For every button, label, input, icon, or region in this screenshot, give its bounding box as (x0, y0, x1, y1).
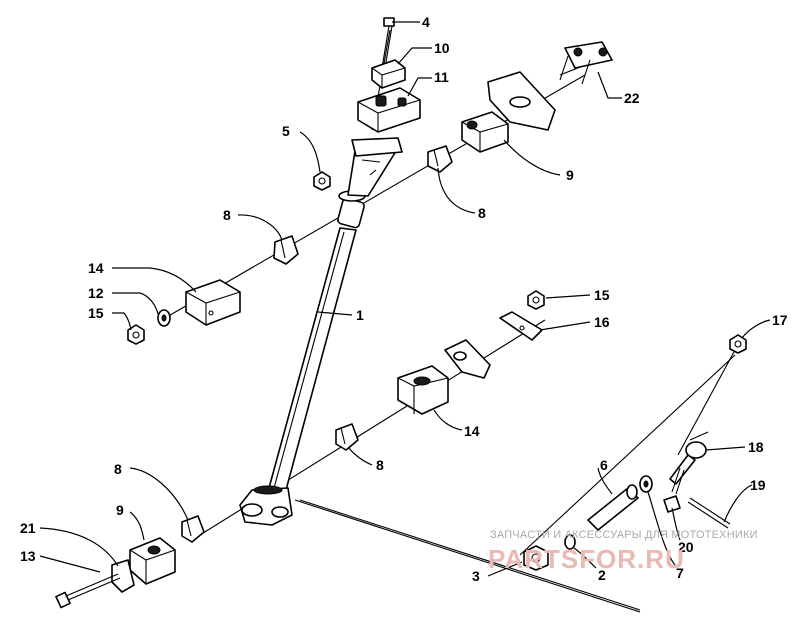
callout-16: 16 (594, 314, 610, 330)
callouts: 4 10 11 22 5 9 8 8 14 12 15 1 15 16 17 1… (20, 14, 788, 584)
cap-10 (371, 59, 406, 89)
callout-20: 20 (678, 539, 694, 555)
nut-3 (523, 545, 549, 571)
callout-4: 4 (422, 14, 430, 30)
callout-2: 2 (598, 567, 606, 583)
cotter-pin-19 (687, 497, 731, 529)
tie-rod-end-18 (669, 431, 709, 485)
bushing-8-left (273, 235, 299, 265)
callout-12: 12 (88, 285, 104, 301)
leader-lines (39, 21, 771, 577)
block-11 (357, 87, 421, 133)
watermark: ЗАПЧАСТИ И АКСЕССУАРЫ ДЛЯ МОТОТЕХНИКИ PA… (488, 529, 758, 574)
nut-15-lower (527, 290, 545, 310)
callout-9-upper: 9 (566, 167, 574, 183)
callout-13: 13 (20, 548, 36, 564)
washer-7 (639, 475, 653, 493)
bracket-22 (559, 41, 613, 85)
callout-14-lower: 14 (464, 423, 480, 439)
callout-7: 7 (676, 565, 684, 581)
assembly-axis-lines (164, 29, 736, 613)
bushing-8-lower (335, 423, 359, 451)
washer-2 (564, 534, 576, 550)
bushing-8-bottom (181, 515, 205, 543)
callout-5: 5 (282, 123, 290, 139)
callout-9-lower: 9 (116, 502, 124, 518)
callout-22: 22 (624, 90, 640, 106)
callout-10: 10 (434, 40, 450, 56)
plate-16 (499, 311, 543, 341)
bearing-block-9-upper (461, 111, 509, 153)
callout-11: 11 (434, 69, 449, 85)
block-14-left (185, 279, 241, 326)
bolt-13 (55, 573, 121, 609)
callout-8-bottom: 8 (114, 461, 122, 477)
bracket-21 (111, 559, 135, 593)
callout-15-left: 15 (88, 305, 104, 321)
callout-14-left: 14 (88, 260, 104, 276)
callout-19: 19 (750, 477, 766, 493)
spacer-6 (587, 484, 639, 531)
callout-1: 1 (356, 307, 364, 323)
callout-8-lower: 8 (376, 457, 384, 473)
callout-17: 17 (772, 312, 788, 328)
washer-12 (157, 309, 171, 327)
bearing-block-9-lower (129, 537, 176, 585)
plate-upper (487, 71, 556, 131)
callout-15-lower: 15 (594, 287, 610, 303)
bolt-20 (663, 467, 685, 513)
nut-15-left (127, 324, 145, 345)
plate-lower (444, 339, 491, 379)
callout-8-left: 8 (223, 207, 231, 223)
callout-18: 18 (748, 439, 764, 455)
callout-21: 21 (20, 520, 36, 536)
callout-8-upper: 8 (478, 205, 486, 221)
block-14-lower (397, 365, 449, 415)
callout-3: 3 (472, 568, 480, 584)
nut-17 (729, 334, 747, 354)
nut-5 (313, 171, 331, 191)
watermark-logo: PARTSFOR.RU (488, 544, 685, 574)
callout-6: 6 (600, 457, 608, 473)
watermark-tagline: ЗАПЧАСТИ И АКСЕССУАРЫ ДЛЯ МОТОТЕХНИКИ (490, 529, 758, 541)
bushing-8-upper (427, 145, 453, 173)
steering-post (239, 137, 403, 526)
